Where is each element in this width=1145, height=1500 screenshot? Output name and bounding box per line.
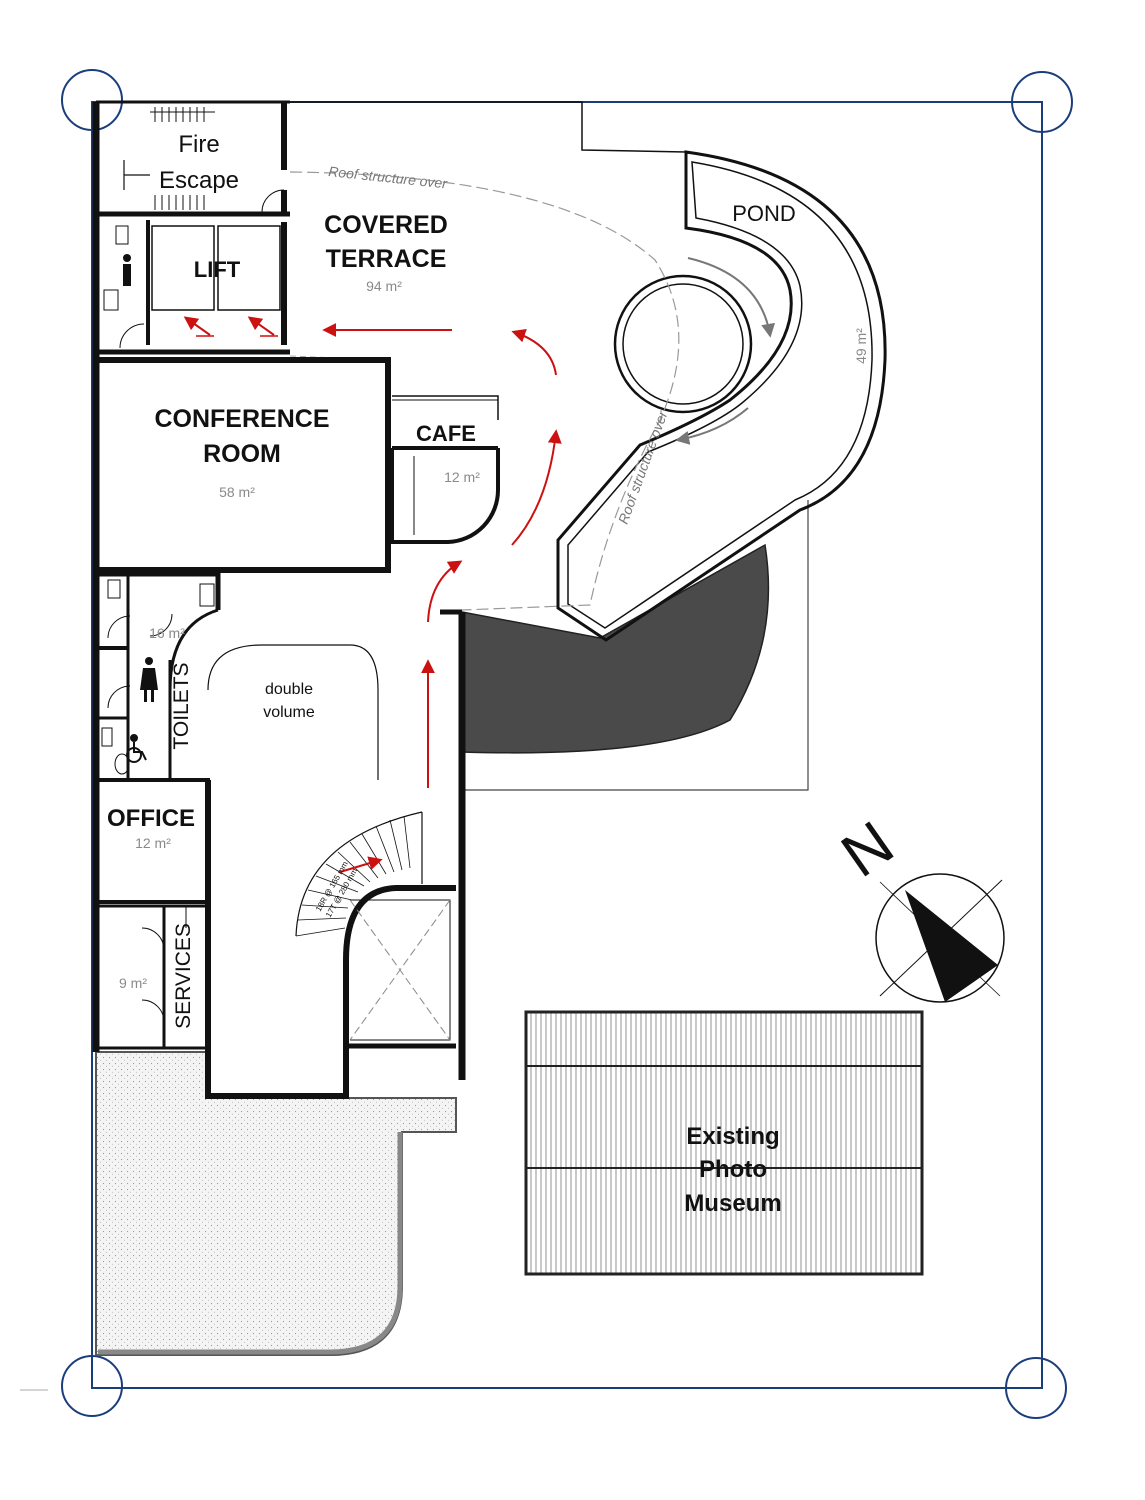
fire-escape-label-1: Fire — [178, 131, 219, 158]
toilets-walls — [96, 571, 221, 782]
grid-circles — [61, 69, 1073, 1419]
double-volume-label-2: volume — [263, 704, 315, 721]
toilets-area: 16 m² — [149, 625, 185, 641]
conference-room-label-2: ROOM — [203, 440, 281, 468]
cafe-area: 12 m² — [444, 469, 480, 485]
accessible-icon — [126, 734, 147, 763]
museum-block — [524, 1010, 924, 1276]
terrace-edge — [289, 355, 386, 361]
cafe-walls — [390, 395, 500, 544]
conference-room-walls — [96, 357, 391, 573]
pond-arrow-1 — [687, 257, 776, 338]
office-walls — [96, 778, 210, 904]
north-arrow — [875, 873, 1005, 1003]
covered-terrace-label-2: TERRACE — [326, 245, 447, 273]
museum-label-2: Photo — [699, 1156, 767, 1183]
pond-arrow-2 — [675, 407, 749, 445]
museum-label-1: Existing — [686, 1123, 779, 1150]
roof-void — [461, 543, 770, 754]
services-doors — [141, 906, 187, 1023]
pond-island — [613, 274, 753, 414]
services-label: SERVICES — [172, 923, 195, 1029]
terrace-outline — [290, 101, 687, 153]
office-label: OFFICE — [107, 805, 195, 832]
office-area: 12 m² — [135, 835, 171, 851]
person-icon — [123, 254, 131, 286]
core-block — [92, 100, 290, 1052]
covered-terrace-area: 94 m² — [366, 278, 402, 294]
female-icon — [140, 657, 158, 702]
services-area: 9 m² — [119, 975, 147, 991]
double-volume-walls — [205, 609, 466, 1099]
pond-label: POND — [732, 201, 796, 226]
roof-line-1 — [289, 171, 680, 611]
north-label: N — [830, 808, 906, 890]
museum-label-3: Museum — [684, 1190, 781, 1217]
roof-structure-note-1: Roof structure over — [328, 163, 449, 191]
covered-terrace-label-1: COVERED — [324, 211, 448, 239]
lift-label: LIFT — [194, 257, 241, 282]
pond-wall — [556, 150, 887, 642]
courtyard-edge — [98, 1132, 403, 1355]
pond-area: 49 m² — [853, 328, 869, 364]
fire-escape-label-2: Escape — [159, 167, 239, 194]
cafe-label: CAFE — [416, 421, 476, 446]
stair-treads — [295, 815, 411, 937]
circulation-arrows — [183, 316, 562, 873]
toilets-label: TOILETS — [170, 662, 193, 749]
conference-room-area: 58 m² — [219, 484, 255, 500]
double-volume-label-1: double — [265, 681, 313, 698]
conference-room-label-1: CONFERENCE — [154, 405, 329, 433]
pond-wall-inner — [567, 161, 873, 629]
services-walls — [96, 904, 210, 1050]
